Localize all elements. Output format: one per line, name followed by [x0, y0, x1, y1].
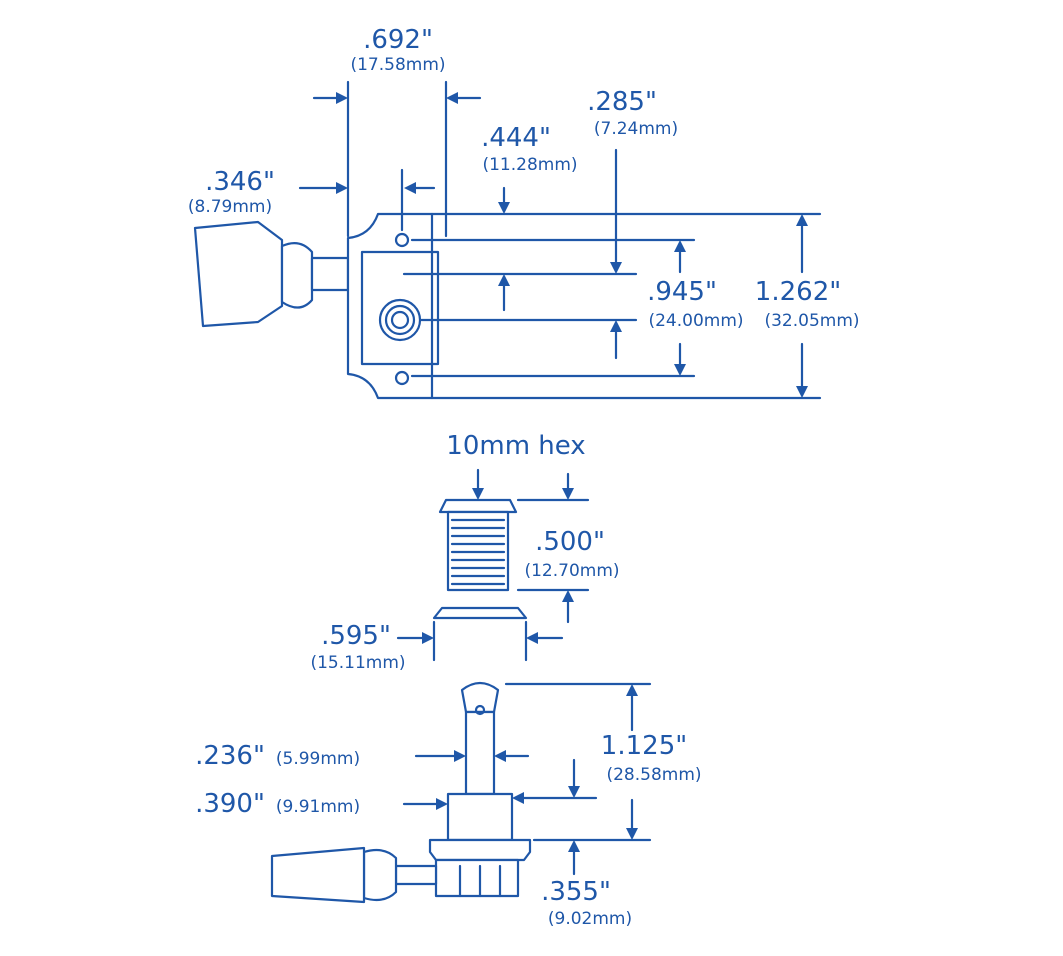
tuner-front-view — [270, 681, 532, 904]
tuner-plate-outline — [346, 212, 434, 400]
mount-hole-top — [394, 232, 410, 248]
post-bushing-inner — [390, 310, 410, 330]
washer — [396, 606, 564, 662]
tuner-button-neck — [280, 241, 314, 309]
label-top-to-post-mm: (7.24mm) — [594, 119, 678, 139]
dim-post-arrow — [610, 320, 622, 360]
post-cap — [460, 681, 500, 714]
post-collar — [446, 792, 514, 842]
label-post-offset-value: .346" — [205, 167, 275, 197]
label-plate-height-mm: (32.05mm) — [764, 311, 859, 331]
top-extension-lines — [346, 80, 822, 400]
label-hex: 10mm hex — [446, 431, 585, 461]
label-post-offset-mm: (8.79mm) — [188, 197, 272, 217]
label-top-to-post-value: .285" — [587, 87, 657, 117]
label-hole-offset-mm: (11.28mm) — [482, 155, 577, 175]
label-bushing-length-value: .500" — [535, 527, 605, 557]
label-plate-height-value: 1.262" — [755, 277, 841, 307]
label-housing-depth-mm: (9.02mm) — [548, 909, 632, 929]
label-post-diameter-mm: (5.99mm) — [276, 749, 360, 769]
dim-692-arrows — [312, 92, 482, 104]
hex-head — [438, 498, 518, 514]
post-bushing-ring — [384, 304, 416, 336]
label-collar-diameter-mm: (9.91mm) — [276, 797, 360, 817]
label-bushing-length-mm: (12.70mm) — [524, 561, 619, 581]
label-collar-diameter-value: .390" — [195, 789, 265, 819]
string-hole — [474, 704, 486, 716]
tuner-button-shape — [193, 220, 284, 328]
front-shaft — [394, 864, 438, 886]
label-post-diameter-value: .236" — [195, 741, 265, 771]
front-dimension-lines — [402, 682, 652, 876]
label-post-height-value: 1.125" — [601, 731, 687, 761]
tuner-top-view — [193, 212, 440, 400]
mount-hole-bottom — [394, 370, 410, 386]
label-housing-depth-value: .355" — [541, 877, 611, 907]
tuner-shaft — [310, 256, 350, 292]
housing-cap — [428, 838, 532, 862]
label-top-width-value: .692" — [363, 25, 433, 55]
label-hole-spacing-value: .945" — [647, 277, 717, 307]
dim-346-arrow — [298, 182, 348, 194]
label-top-width-mm: (17.58mm) — [350, 55, 445, 75]
label-washer-width-mm: (15.11mm) — [310, 653, 405, 673]
dim-1262-arrows — [796, 214, 808, 398]
dim-285-arrows — [498, 148, 622, 312]
hex-bushing — [438, 468, 590, 624]
housing-body — [434, 858, 520, 898]
dim-945-arrows — [674, 240, 686, 376]
post-shaft — [464, 710, 496, 796]
washer-shape — [432, 606, 528, 620]
front-button — [270, 846, 366, 904]
tuner-plate-inner — [360, 250, 440, 366]
label-hole-spacing-mm: (24.00mm) — [648, 311, 743, 331]
front-button-neck — [362, 848, 398, 902]
thread-lines — [450, 518, 506, 586]
dim-444-arrow — [404, 182, 510, 214]
label-hole-offset-value: .444" — [481, 123, 551, 153]
label-washer-width-value: .595" — [321, 621, 391, 651]
label-post-height-mm: (28.58mm) — [606, 765, 701, 785]
